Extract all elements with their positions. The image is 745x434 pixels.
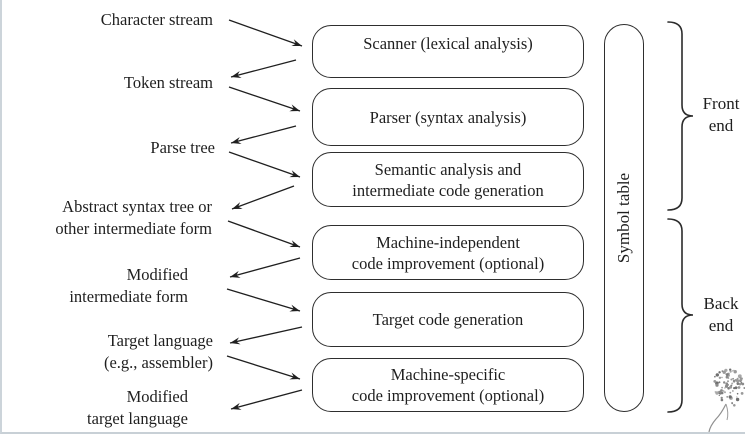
stage-line: Parser (syntax analysis) [369, 107, 527, 127]
stage-line: Target code generation [372, 310, 524, 329]
front-end-brace [667, 21, 694, 211]
arrow [229, 326, 303, 344]
arrow [229, 257, 301, 278]
label-line: other intermediate form [55, 219, 212, 238]
arrow [230, 59, 297, 78]
arrow [231, 185, 295, 210]
stage-line: intermediate code generation [352, 180, 544, 200]
label-modified-intermediate-form: Modified intermediate form [69, 264, 188, 308]
back-end-brace [667, 218, 694, 413]
stage-line: Machine-specific [390, 365, 506, 384]
arrow [228, 19, 303, 47]
arrow [230, 389, 303, 410]
front-end-label: Front end [696, 93, 745, 137]
brace-label-line: end [708, 116, 734, 135]
arrow [226, 355, 301, 380]
stage-semantic-analysis: Semantic analysis and intermediate code … [312, 152, 584, 207]
label-line: Target language [107, 331, 213, 350]
stage-scanner: Scanner (lexical analysis) [312, 25, 584, 78]
arrow [228, 86, 301, 112]
arrow [226, 288, 301, 312]
stage-line: Machine-independent [376, 232, 520, 252]
tree-watermark-icon [708, 368, 745, 432]
back-end-label: Back end [696, 293, 745, 337]
label-target-language: Target language (e.g., assembler) [104, 330, 213, 374]
label-line: Token stream [123, 73, 213, 92]
arrow [227, 220, 301, 248]
label-line: Modified [126, 387, 188, 406]
label-line: target language [87, 409, 188, 428]
label-parse-tree: Parse tree [150, 137, 215, 159]
symbol-table-label: Symbol table [614, 172, 633, 264]
stage-machine-independent-improvement: Machine-independent code improvement (op… [312, 225, 584, 280]
label-abstract-syntax-tree: Abstract syntax tree or other intermedia… [55, 196, 212, 240]
stage-line: Scanner (lexical analysis) [363, 34, 533, 53]
label-token-stream: Token stream [124, 72, 213, 94]
label-line: (e.g., assembler) [103, 353, 213, 372]
stage-line: code improvement (optional) [351, 253, 545, 273]
label-line: intermediate form [69, 287, 188, 306]
label-character-stream: Character stream [101, 9, 213, 31]
label-line: Modified [126, 265, 188, 284]
label-line: Character stream [100, 10, 213, 29]
stage-line: Semantic analysis and [374, 159, 522, 179]
label-modified-target-language: Modified target language [87, 386, 188, 430]
label-line: Abstract syntax tree or [62, 197, 212, 216]
symbol-table-capsule: Symbol table [604, 24, 644, 412]
stage-machine-specific-improvement: Machine-specific code improvement (optio… [312, 358, 584, 412]
stage-parser: Parser (syntax analysis) [312, 88, 584, 146]
stage-target-code-generation: Target code generation [312, 292, 584, 347]
stage-line: code improvement (optional) [351, 386, 545, 405]
arrow [230, 125, 297, 144]
brace-label-line: end [708, 316, 734, 335]
brace-label-line: Back [703, 294, 739, 313]
arrow [228, 151, 301, 178]
label-line: Parse tree [150, 138, 215, 157]
brace-label-line: Front [702, 94, 740, 113]
